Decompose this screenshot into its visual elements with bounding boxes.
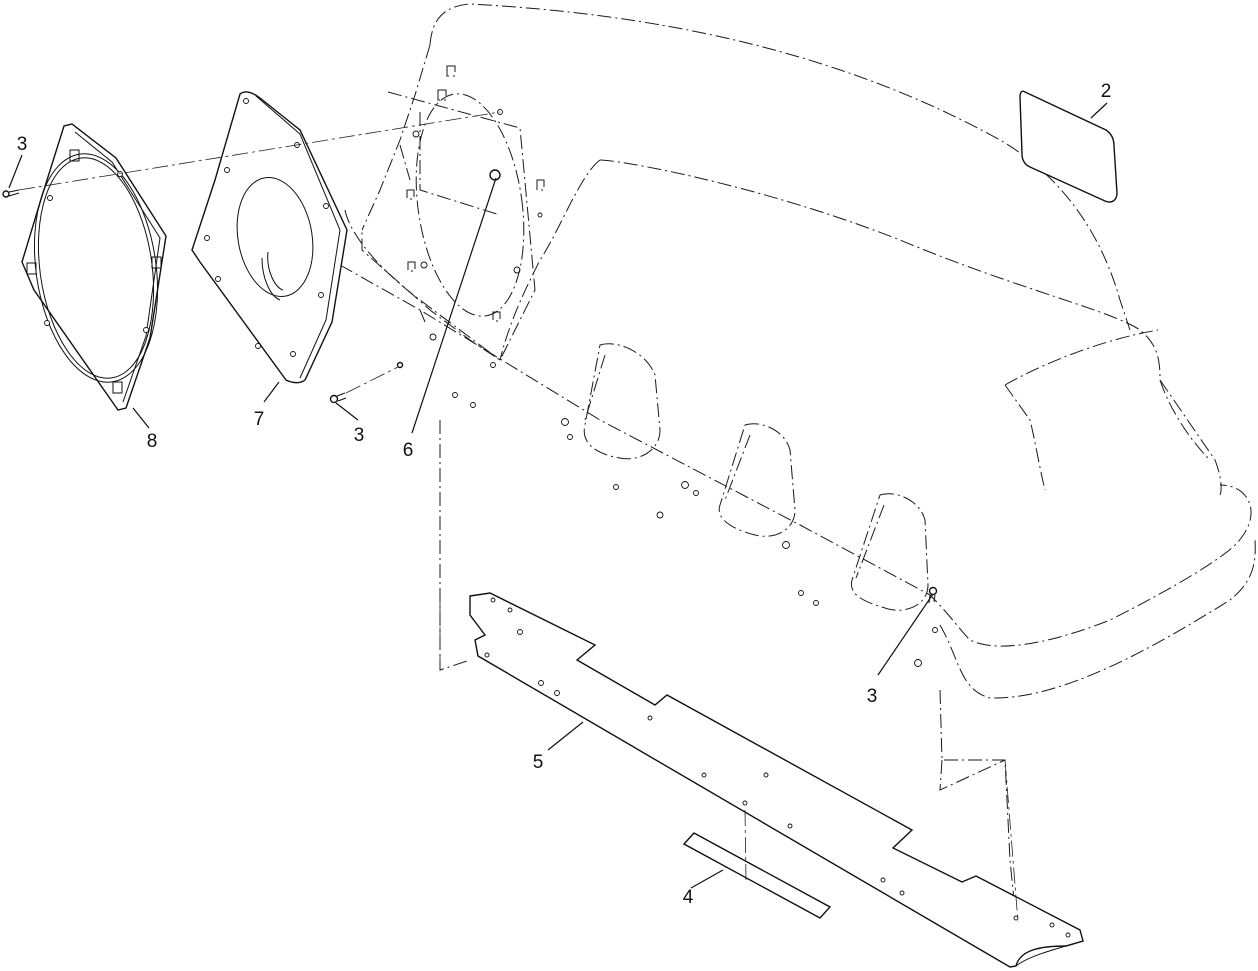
chute-slots: [406, 65, 545, 322]
callout-3-left: 3: [17, 134, 28, 155]
body-flange-holes: [412, 109, 938, 667]
part-3-bolt-left: [2, 189, 20, 198]
callout-4: 4: [683, 887, 694, 908]
nut-small-right: [396, 361, 404, 369]
part-2-decal: [1019, 90, 1118, 203]
chute-opening: [415, 93, 525, 317]
callout-3-middle: 3: [354, 425, 365, 446]
part-7-plate: [191, 91, 348, 384]
callout-6: 6: [403, 440, 414, 461]
body-openings: [583, 343, 929, 611]
part-8-gasket: [21, 123, 167, 411]
leader-lines: [8, 102, 1108, 889]
callout-8: 8: [147, 431, 158, 452]
callout-3-right: 3: [867, 686, 878, 707]
callout-2: 2: [1101, 81, 1112, 102]
callout-5: 5: [533, 752, 544, 773]
part-4-wear-strip: [682, 832, 832, 919]
part-6-nut: [489, 169, 501, 181]
assembly-centerlines: [18, 111, 1019, 923]
part-3-bolt-middle: [329, 392, 347, 404]
callout-7: 7: [254, 409, 265, 430]
part-5-strip: [469, 592, 1084, 968]
